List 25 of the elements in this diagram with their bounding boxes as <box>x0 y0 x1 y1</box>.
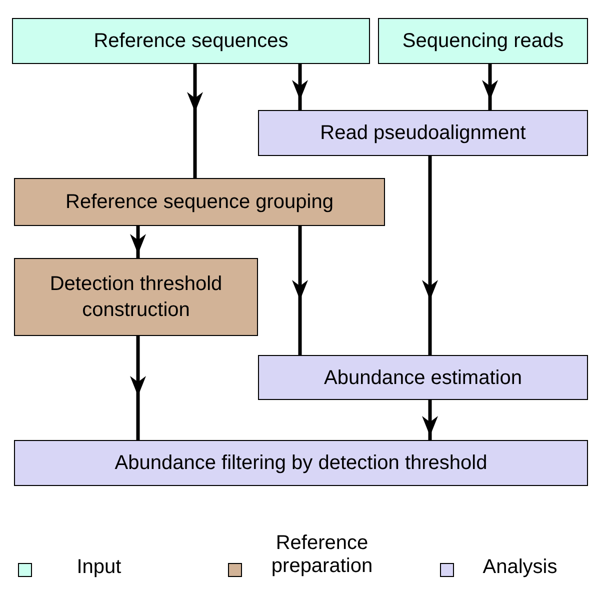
arrow <box>187 64 203 178</box>
arrow <box>292 64 308 110</box>
box-label: Reference sequence grouping <box>66 190 334 215</box>
box-label: Sequencing reads <box>402 29 564 54</box>
box-label: Detection threshold construction <box>48 272 224 323</box>
box-label: Reference sequences <box>94 29 288 54</box>
arrow <box>482 64 498 110</box>
arrow <box>130 226 146 258</box>
legend-label: Analysis <box>482 556 558 579</box>
process-box <box>12 18 370 64</box>
process-box <box>258 355 588 400</box>
legend-label: Input <box>76 556 122 579</box>
process-box <box>14 178 385 226</box>
arrow <box>422 400 438 440</box>
box-label: Abundance filtering by detection threshold <box>114 451 488 476</box>
box-label: Read pseudoalignment <box>320 121 526 146</box>
box-label: Abundance estimation <box>324 366 522 390</box>
arrow <box>130 336 146 440</box>
legend-label: Reference preparation <box>270 532 374 578</box>
arrow <box>292 226 308 355</box>
process-box <box>258 110 588 156</box>
process-box <box>14 440 588 486</box>
arrow <box>422 156 438 355</box>
process-box <box>14 258 258 336</box>
process-box <box>378 18 588 64</box>
